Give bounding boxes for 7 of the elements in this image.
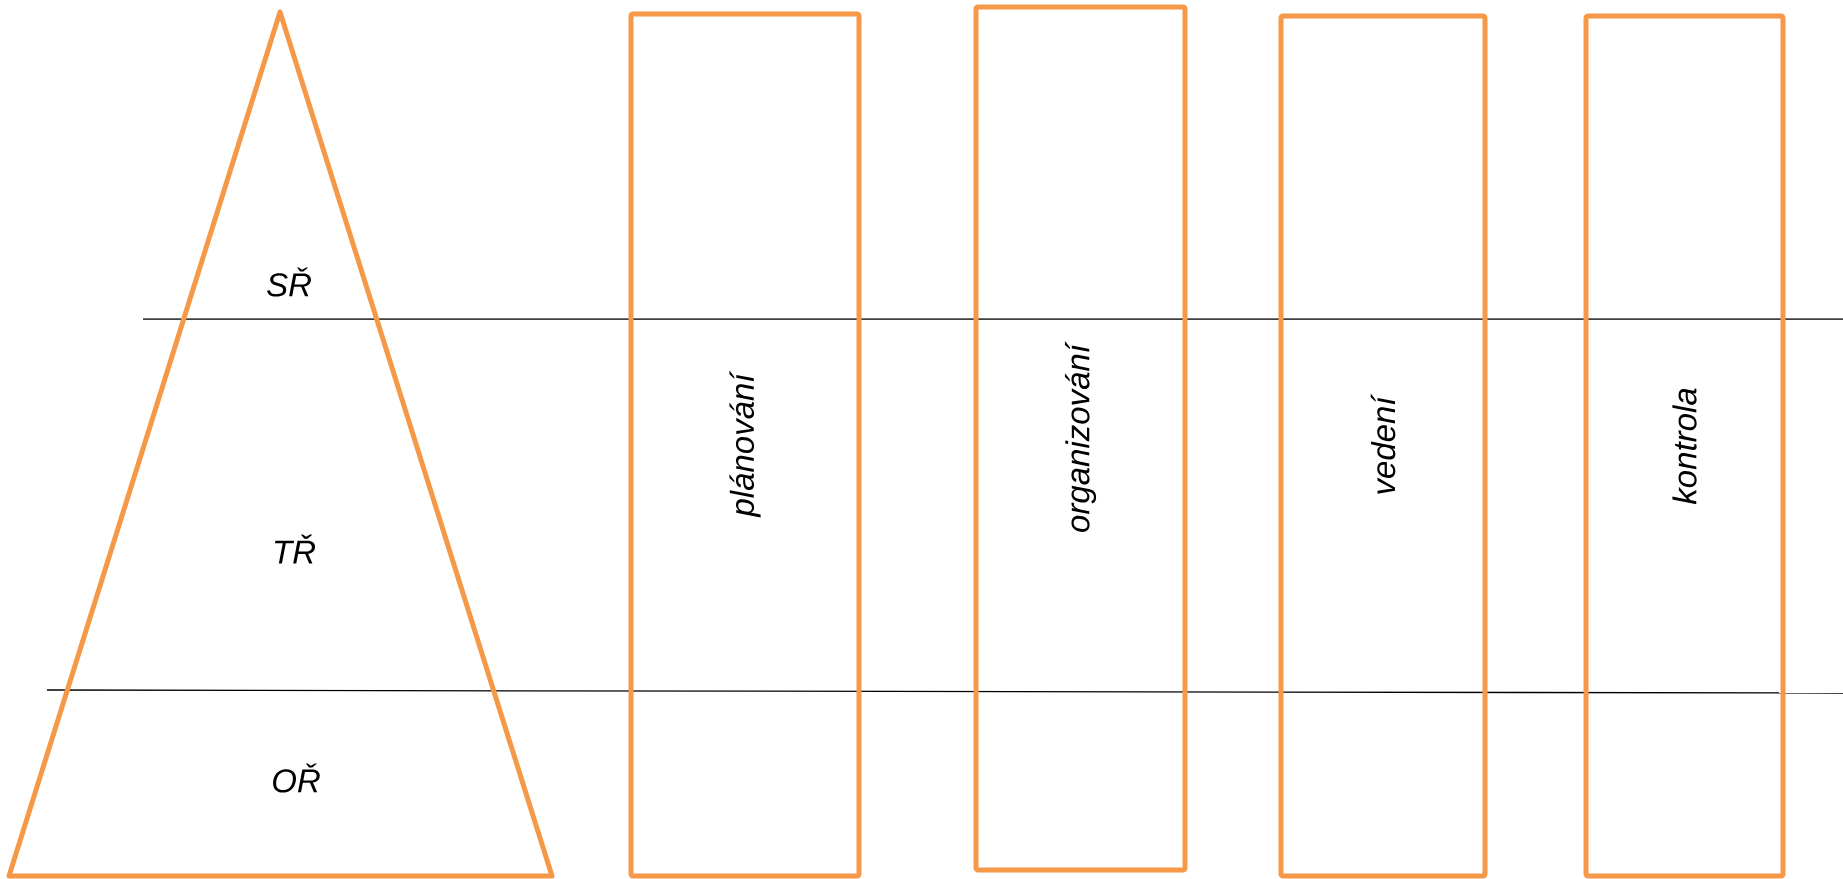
level-label: TŘ — [275, 534, 315, 564]
function-box: vedení — [1278, 13, 1488, 879]
function-box: kontrola — [1583, 13, 1786, 879]
function-box: organizování — [973, 4, 1188, 873]
function-box: plánování — [628, 11, 862, 879]
level-label: SŘ — [267, 267, 311, 297]
level-label: OŘ — [273, 763, 320, 793]
